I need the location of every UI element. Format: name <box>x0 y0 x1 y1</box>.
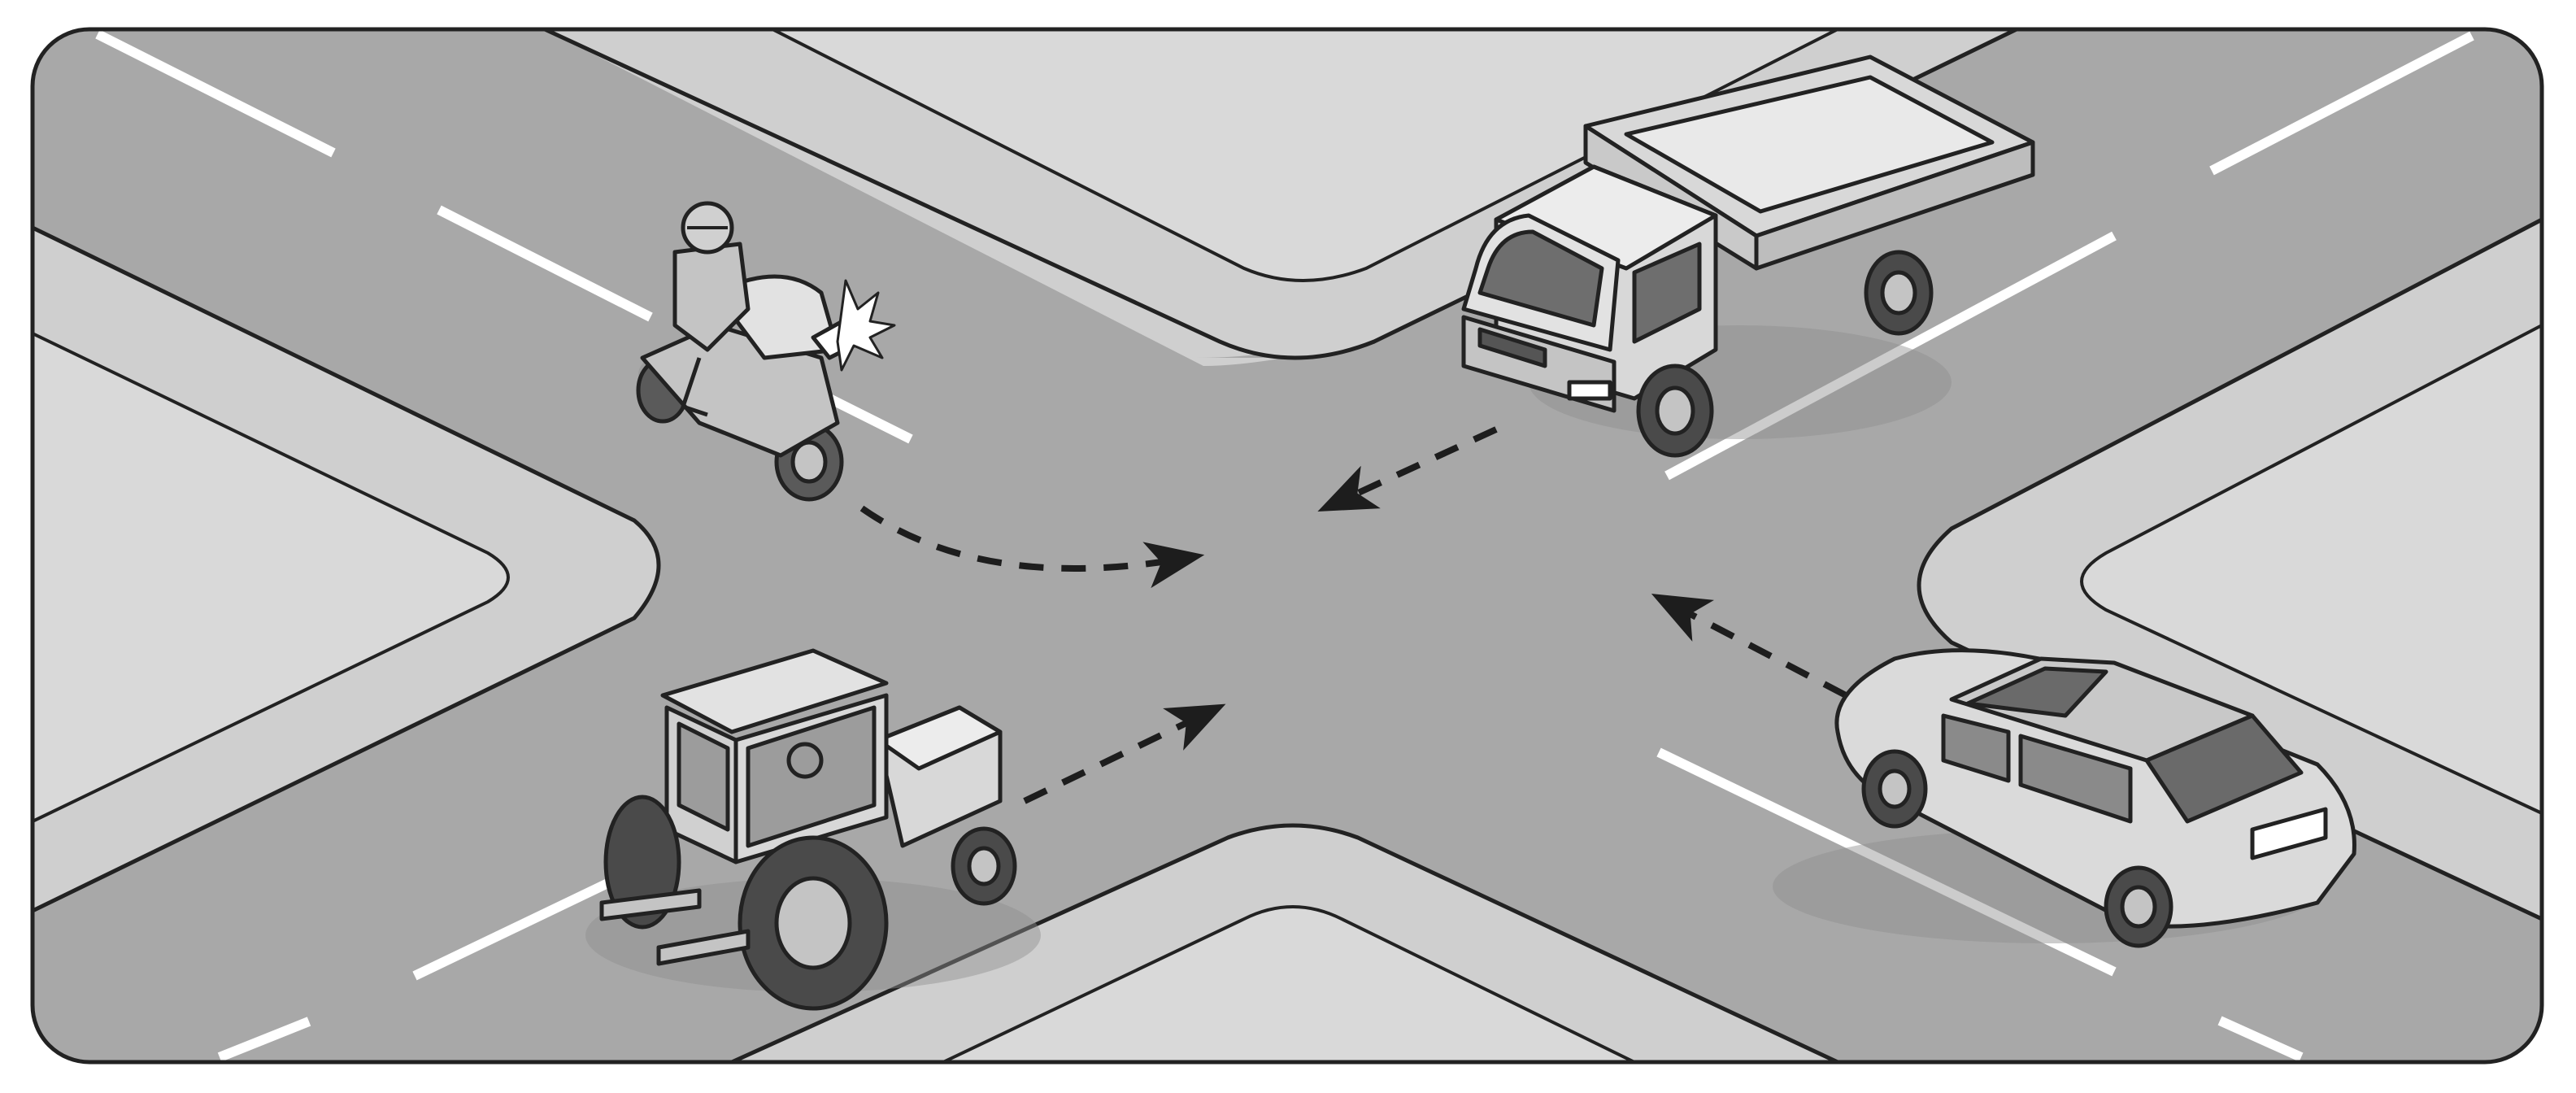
flatbed-truck-icon <box>1461 54 2035 458</box>
motion-paths <box>859 426 1847 804</box>
tractor-icon <box>585 648 1041 1011</box>
sedan-car-icon <box>1773 648 2356 948</box>
block-left <box>33 224 661 914</box>
car-path-arrow <box>1651 593 1847 699</box>
map-area <box>33 29 2542 1062</box>
block-right <box>1917 216 2542 922</box>
frame-border <box>30 27 2544 1065</box>
block-bottom <box>730 823 1839 1062</box>
truck-path-arrow <box>1317 426 1498 512</box>
tractor-path-arrow <box>1023 703 1226 804</box>
motorcycle-icon <box>636 201 896 502</box>
headlight-flash-icon <box>836 279 896 372</box>
lane-markings <box>95 29 2474 1062</box>
